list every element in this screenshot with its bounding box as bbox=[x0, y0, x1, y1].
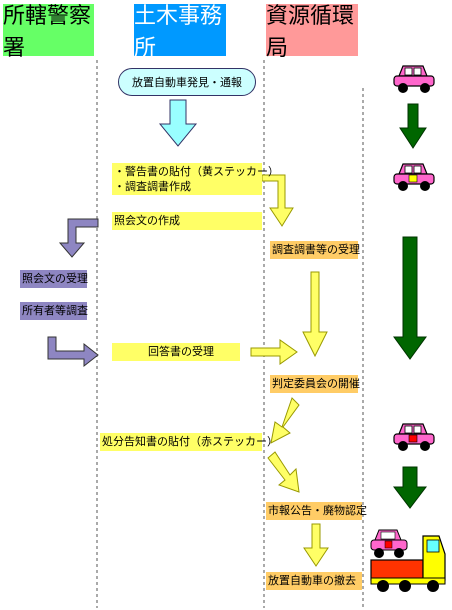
car-cabin bbox=[398, 65, 428, 77]
owner-investigation-step: 所有者等調査 bbox=[20, 302, 88, 320]
resource-header: 資源循環局 bbox=[266, 4, 358, 61]
removal-step: 放置自動車の撤去 bbox=[266, 572, 362, 590]
yellow-arrow-to-removal bbox=[303, 523, 329, 567]
car-cabin bbox=[398, 163, 428, 175]
car-window-left bbox=[404, 67, 413, 76]
public-notice-step: 市報公告・廃物認定 bbox=[266, 502, 367, 520]
discovery-step: 放置自動車発見・通報 bbox=[118, 68, 256, 96]
green-arrow-1 bbox=[399, 103, 427, 149]
inquiry-receive-step: 照会文の受理 bbox=[20, 270, 88, 288]
truck-window bbox=[426, 539, 440, 553]
civil-header: 土木事務所 bbox=[134, 4, 226, 61]
car-window-right bbox=[413, 425, 422, 434]
truck-wheel-3 bbox=[427, 580, 439, 592]
disposal-notice-step: 処分告知書の貼付（赤ステッカー） bbox=[100, 433, 278, 451]
warning-step: ・警告書の貼付（黄ステッカー） ・調査調書作成 bbox=[112, 163, 279, 195]
car-cabin bbox=[398, 423, 428, 435]
police-header: 所轄警察署 bbox=[3, 4, 94, 61]
resource-header-label: 資源循環局 bbox=[266, 4, 355, 61]
yellow-sticker bbox=[408, 174, 418, 183]
yellow-arrow-to-committee bbox=[302, 271, 328, 358]
yellow-arrow-diag-left bbox=[270, 397, 300, 444]
yellow-arrow-answer bbox=[250, 339, 298, 365]
civil-header-label: 土木事務所 bbox=[134, 4, 223, 61]
purple-arrow-inquiry bbox=[58, 218, 99, 258]
car-window-left bbox=[404, 425, 413, 434]
truck-bed bbox=[370, 559, 424, 581]
loaded-car-window bbox=[380, 531, 396, 540]
green-arrow-3 bbox=[392, 466, 428, 509]
car-window-right bbox=[413, 67, 422, 76]
car-wheel-back bbox=[420, 83, 430, 93]
warning-line-2: ・調査調書作成 bbox=[114, 180, 191, 193]
truck-wheel-2 bbox=[399, 580, 411, 592]
yellow-arrow-to-survey bbox=[261, 174, 294, 227]
car-wheel-back bbox=[420, 441, 430, 451]
car-window-right bbox=[413, 165, 422, 174]
car-icon bbox=[393, 65, 435, 93]
loaded-car-sticker bbox=[384, 540, 393, 549]
red-sticker bbox=[408, 434, 418, 443]
loaded-car-wheel-1 bbox=[374, 548, 384, 558]
answer-receive-step: 回答書の受理 bbox=[112, 343, 240, 361]
yellow-arrow-diag-right bbox=[267, 451, 300, 493]
inquiry-step: 照会文の作成 bbox=[112, 212, 262, 230]
discovery-label: 放置自動車発見・通報 bbox=[132, 76, 242, 89]
car-icon bbox=[393, 163, 435, 191]
truck-wheel-1 bbox=[377, 580, 389, 592]
car-wheel-front bbox=[398, 83, 408, 93]
car-window-left bbox=[404, 165, 413, 174]
warning-line-1: ・警告書の貼付（黄ステッカー） bbox=[114, 165, 279, 178]
survey-receive-step: 調査調書等の受理 bbox=[270, 241, 360, 259]
car-icon bbox=[393, 423, 435, 451]
committee-step: 判定委員会の開催 bbox=[270, 375, 360, 393]
car-wheel-front bbox=[398, 181, 408, 191]
police-header-label: 所轄警察署 bbox=[3, 4, 92, 61]
car-wheel-front bbox=[398, 441, 408, 451]
truck-icon bbox=[370, 529, 446, 592]
purple-arrow-answer bbox=[47, 336, 99, 368]
loaded-car-wheel-2 bbox=[394, 548, 404, 558]
car-wheel-back bbox=[420, 181, 430, 191]
down-arrow-lightblue bbox=[158, 99, 198, 147]
green-arrow-2 bbox=[393, 236, 427, 360]
